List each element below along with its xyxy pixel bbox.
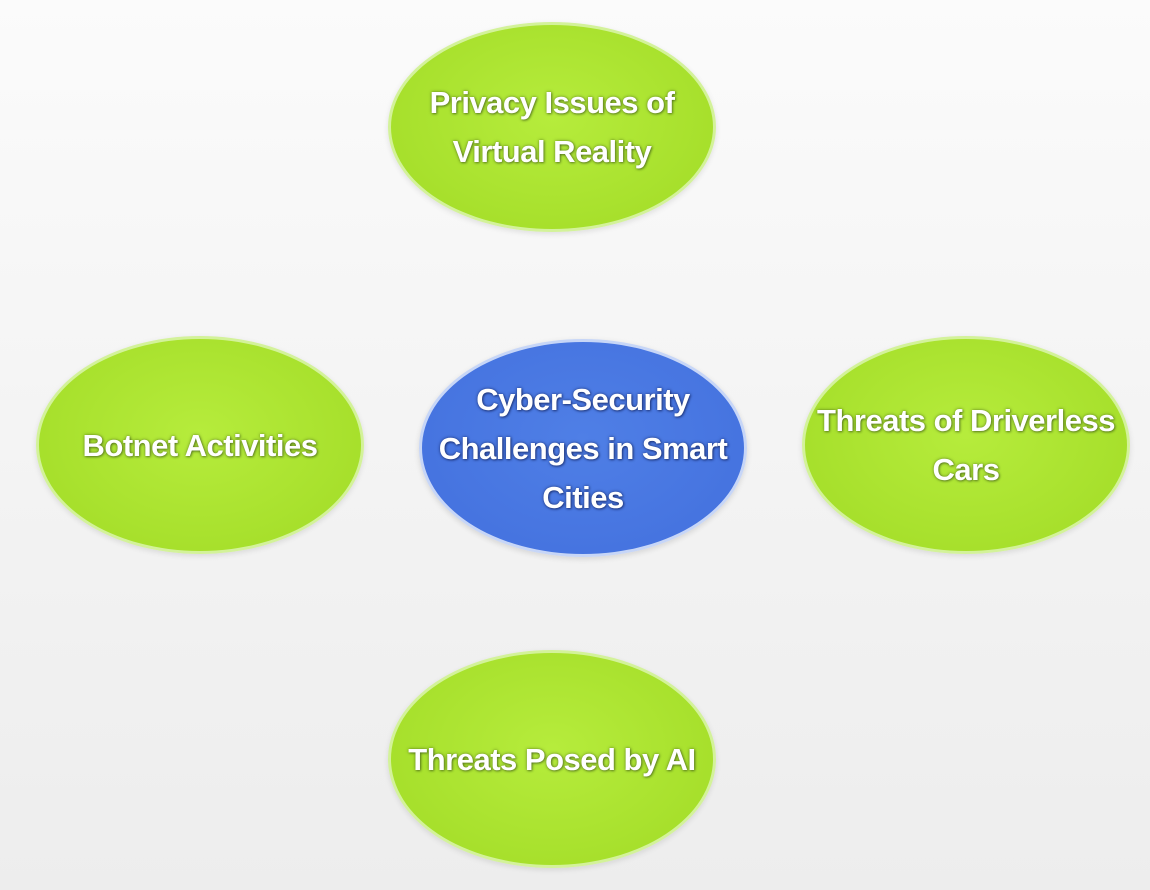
node-botnet-activities: Botnet Activities	[36, 336, 364, 554]
node-label: Threats of Driverless Cars	[817, 403, 1115, 487]
central-node-cyber-security-challenges: Cyber-Security Challenges in Smart Citie…	[419, 339, 747, 557]
node-threats-driverless-cars: Threats of Driverless Cars	[802, 336, 1130, 554]
node-privacy-issues-virtual-reality: Privacy Issues of Virtual Reality	[388, 22, 716, 232]
node-label: Privacy Issues of Virtual Reality	[429, 85, 675, 169]
node-label: Botnet Activities	[82, 427, 318, 463]
node-label: Threats Posed by AI	[408, 741, 696, 777]
node-threats-posed-by-ai: Threats Posed by AI	[388, 650, 716, 868]
center-node-label: Cyber-Security Challenges in Smart Citie…	[438, 381, 728, 515]
